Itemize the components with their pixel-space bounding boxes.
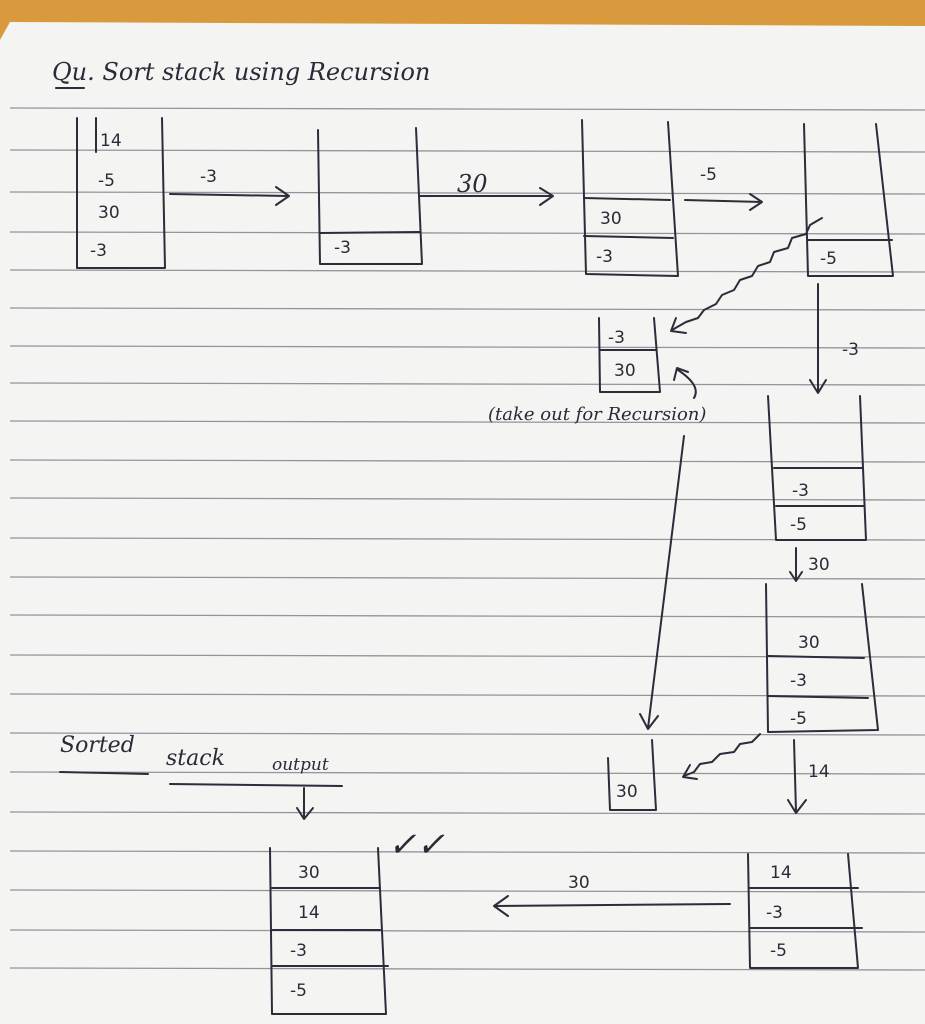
arrow-pop-2: 30: [419, 170, 554, 206]
stack-output-item-2: -3: [290, 941, 307, 961]
stack-taken-out: -3 30: [598, 317, 697, 399]
page-title: Qu. Sort stack using Recursion: [52, 58, 430, 86]
output-label: Sorted stack output: [59, 733, 343, 820]
arrow-return-30: [639, 435, 685, 730]
stack-s5-item-1: -3: [790, 671, 807, 691]
checkmark-icon: ✓✓: [388, 825, 445, 865]
stack-initial-item-0: 14: [100, 131, 122, 151]
stack-held: 30: [607, 739, 657, 811]
stack-taken-out-item-1: 30: [614, 361, 636, 381]
arrow-down-2: 30: [789, 547, 830, 582]
stack-output: 30 14 -3 -5: [269, 847, 389, 1015]
stack-s6-item-1: -3: [766, 903, 783, 923]
output-label-stack: stack: [166, 746, 225, 771]
stack-s2: 30 -3: [581, 119, 679, 277]
arrow-back: 30: [493, 873, 731, 917]
stack-s4-item-0: -3: [792, 481, 809, 501]
stack-s4-item-1: -5: [790, 515, 807, 535]
arrow-down-1: -3: [809, 283, 859, 394]
title-block: Qu. Sort stack using Recursion: [52, 58, 430, 89]
stack-initial-item-3: -3: [90, 241, 107, 261]
stack-output-item-1: 14: [298, 903, 320, 923]
stack-output-item-0: 30: [298, 863, 320, 883]
stack-taken-out-item-0: -3: [608, 328, 625, 348]
recursion-note: (take out for Recursion): [488, 404, 706, 425]
stack-s5-item-2: -5: [790, 709, 807, 729]
stack-s2-item-0: 30: [600, 209, 622, 229]
stack-initial-item-2: 30: [98, 203, 120, 223]
zigzag-arrow-held: [682, 733, 761, 780]
stack-s4: -3 -5: [767, 395, 867, 541]
stack-s5-item-0: 30: [798, 633, 820, 653]
stack-s3: -5: [803, 123, 894, 277]
stack-s2-item-1: -3: [596, 247, 613, 267]
stack-s6-item-0: 14: [770, 863, 792, 883]
stack-initial: 14 -5 30 -3: [76, 117, 166, 269]
stack-s3-item-0: -5: [820, 249, 837, 269]
stack-initial-item-1: -5: [98, 171, 115, 191]
arrow-pop-1: -3: [169, 167, 290, 206]
output-label-sorted: Sorted: [60, 733, 135, 758]
arrow-down-label-3: 14: [808, 762, 830, 782]
arrow-label-2: 30: [457, 170, 488, 198]
arrow-label-3: -5: [700, 165, 717, 185]
stack-s6: 14 -3 -5: [747, 853, 863, 969]
arrow-down-label-2: 30: [808, 555, 830, 575]
arrow-down-label-1: -3: [842, 340, 859, 360]
arrow-back-label: 30: [568, 873, 590, 893]
stack-s1-item-0: -3: [334, 238, 351, 258]
stack-s5: 30 -3 -5: [765, 583, 879, 733]
stack-s6-item-2: -5: [770, 941, 787, 961]
arrow-pop-3: -5: [684, 165, 763, 211]
stack-held-item-0: 30: [616, 782, 638, 802]
output-label-output: output: [272, 755, 329, 775]
arrow-down-3: 14: [787, 739, 830, 814]
stack-output-item-3: -5: [290, 981, 307, 1001]
arrow-label-1: -3: [200, 167, 217, 187]
zigzag-arrow-recursion: [670, 217, 823, 334]
